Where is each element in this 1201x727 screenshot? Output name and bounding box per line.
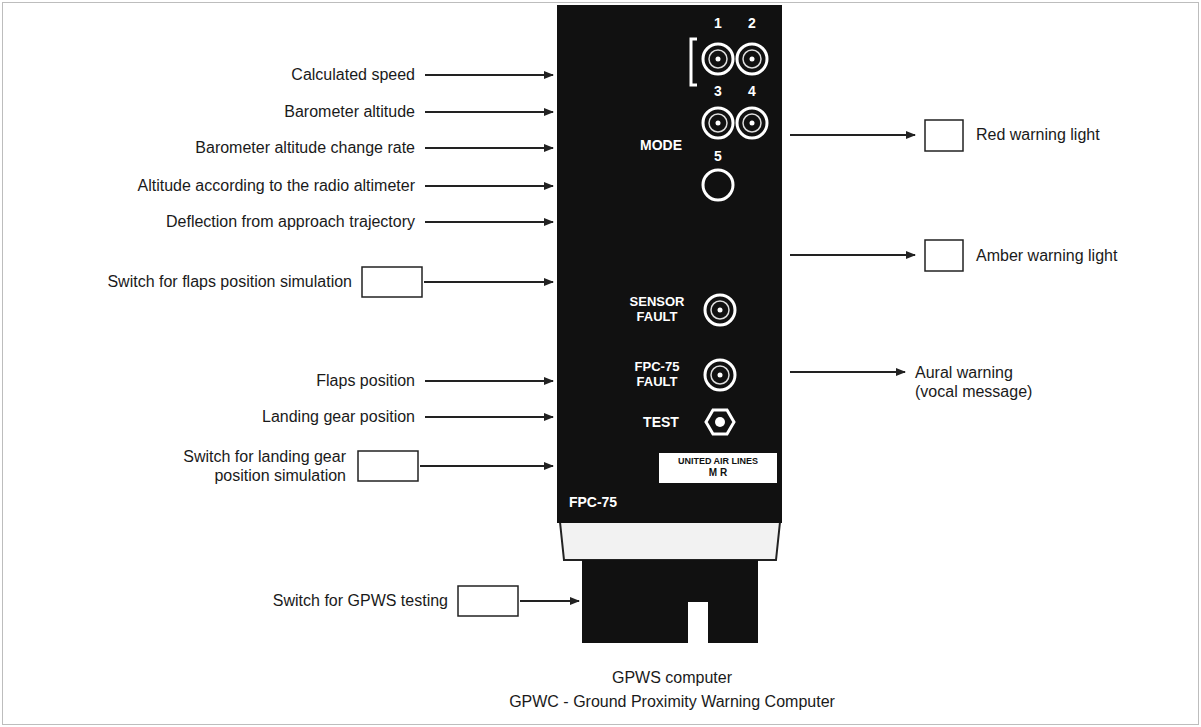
- input-label: Landing gear position: [262, 407, 415, 426]
- panel-label: 4: [748, 83, 756, 99]
- panel-label: 3: [714, 83, 722, 99]
- caption-line: GPWC - Ground Proximity Warning Computer: [509, 692, 835, 711]
- panel-controls: [557, 5, 782, 523]
- output-label: Red warning light: [976, 125, 1100, 144]
- panel-label: TEST: [643, 414, 679, 430]
- panel-label: FPC-75 FAULT: [617, 360, 697, 390]
- name-plate: UNITED AIR LINESM R: [659, 453, 777, 483]
- panel-label: SENSOR FAULT: [617, 295, 697, 325]
- output-label: Aural warning (vocal message): [915, 363, 1050, 401]
- mode-label: MODE: [640, 137, 682, 153]
- switch-label: Switch for landing gear position simulat…: [141, 447, 346, 485]
- output-label: Amber warning light: [976, 246, 1117, 265]
- input-label: Flaps position: [316, 371, 415, 390]
- panel-label: 5: [714, 148, 722, 164]
- input-label: Barometer altitude change rate: [195, 138, 415, 157]
- model-label: FPC-75: [569, 494, 617, 510]
- input-label: Deflection from approach trajectory: [166, 212, 415, 231]
- caption-line: GPWS computer: [612, 668, 732, 687]
- plate-text: UNITED AIR LINES: [661, 456, 775, 467]
- panel-label: 1: [714, 15, 722, 31]
- panel-label: 2: [748, 15, 756, 31]
- input-label: Altitude according to the radio altimete…: [138, 176, 415, 195]
- input-label: Barometer altitude: [284, 102, 415, 121]
- plate-mark: M R: [661, 467, 775, 479]
- switch-label: Switch for flaps position simulation: [107, 272, 352, 291]
- switch-label: Switch for GPWS testing: [273, 591, 448, 610]
- computer-panel: 1 2 3 4MODE 5SENSOR FAULT FPC-75 FAULT TEST FPC…: [557, 5, 782, 523]
- input-label: Calculated speed: [291, 65, 415, 84]
